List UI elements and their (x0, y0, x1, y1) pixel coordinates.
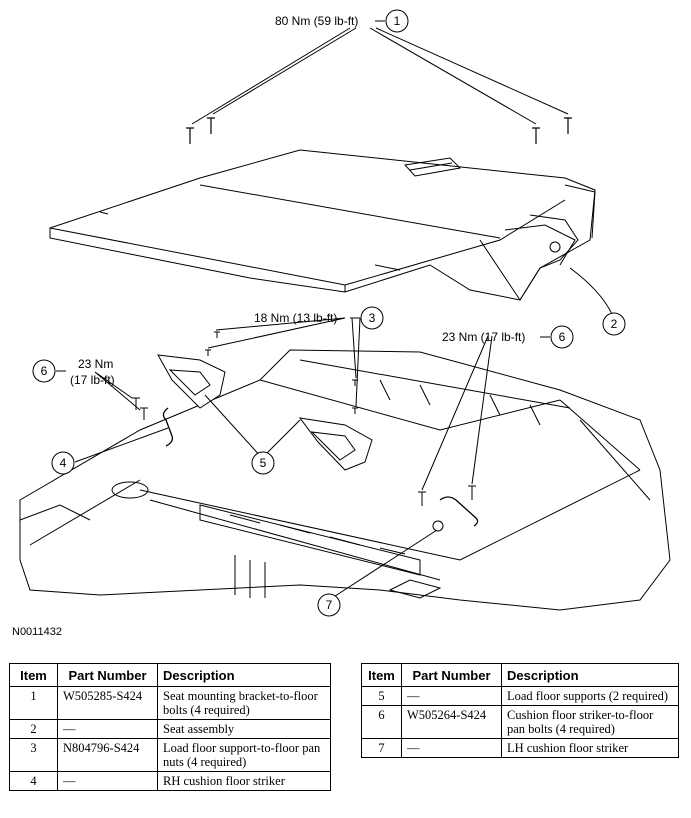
cell-description: LH cushion floor striker (501, 738, 679, 758)
cell-description: Seat assembly (157, 719, 331, 739)
cell-part-number: — (401, 738, 502, 758)
callout-5-number: 5 (260, 456, 267, 470)
header-item: Item (9, 663, 58, 687)
cell-description: Seat mounting bracket-to-floor bolts (4 … (157, 686, 331, 720)
cell-item: 5 (361, 686, 402, 706)
cell-description: RH cushion floor striker (157, 771, 331, 791)
bolts-item1 (186, 117, 572, 144)
cell-item: 3 (9, 738, 58, 772)
callout-6b-number: 6 (559, 330, 566, 344)
cell-item: 2 (9, 719, 58, 739)
table-row: 6 W505264-S424 Cushion floor striker-to-… (361, 705, 679, 739)
table-row: 5 — Load floor supports (2 required) (361, 686, 679, 706)
header-description: Description (501, 663, 679, 687)
cell-description: Load floor support-to-floor pan nuts (4 … (157, 738, 331, 772)
parts-table-left: Item Part Number Description 1 W505285-S… (9, 663, 331, 791)
table-row: 3 N804796-S424 Load floor support-to-flo… (9, 738, 331, 772)
table-row: 2 — Seat assembly (9, 719, 331, 739)
callout-6b-label: 23 Nm (17 lb-ft) (442, 330, 525, 344)
callout-6a-number: 6 (41, 364, 48, 378)
cell-item: 7 (361, 738, 402, 758)
cell-part-number: — (57, 719, 158, 739)
header-item: Item (361, 663, 402, 687)
cell-part-number: W505285-S424 (57, 686, 158, 720)
parts-table-right: Item Part Number Description 5 — Load fl… (361, 663, 679, 758)
cell-part-number: — (57, 771, 158, 791)
callout-6a-label-line1: 23 Nm (78, 357, 113, 371)
exploded-diagram: 80 Nm (59 lb-ft) 1 2 18 Nm (13 lb-ft) 3 … (19, 9, 671, 617)
cell-item: 4 (9, 771, 58, 791)
callout-2-number: 2 (611, 317, 618, 331)
cell-item: 1 (9, 686, 58, 720)
table-row: 7 — LH cushion floor striker (361, 738, 679, 758)
callout-7-number: 7 (326, 598, 333, 612)
table-row: 1 W505285-S424 Seat mounting bracket-to-… (9, 686, 331, 720)
table-row: 4 — RH cushion floor striker (9, 771, 331, 791)
callout-6a-label-line2: (17 lb-ft) (70, 373, 115, 387)
figure-id: N0011432 (12, 626, 62, 638)
cell-part-number: — (401, 686, 502, 706)
cell-description: Cushion floor striker-to-floor pan bolts… (501, 705, 679, 739)
header-part-number: Part Number (57, 663, 158, 687)
callout-1-number: 1 (394, 14, 401, 28)
cell-description: Load floor supports (2 required) (501, 686, 679, 706)
header-description: Description (157, 663, 331, 687)
callout-1-label: 80 Nm (59 lb-ft) (275, 14, 358, 28)
callout-3-number: 3 (369, 311, 376, 325)
header-part-number: Part Number (401, 663, 502, 687)
seat-assembly-drawing (49, 149, 596, 301)
floor-pan-drawing (19, 349, 671, 611)
load-floor-supports-drawing (157, 354, 373, 471)
callout-3-label: 18 Nm (13 lb-ft) (254, 311, 337, 325)
cell-item: 6 (361, 705, 402, 739)
cell-part-number: W505264-S424 (401, 705, 502, 739)
cell-part-number: N804796-S424 (57, 738, 158, 772)
callout-4-number: 4 (60, 456, 67, 470)
